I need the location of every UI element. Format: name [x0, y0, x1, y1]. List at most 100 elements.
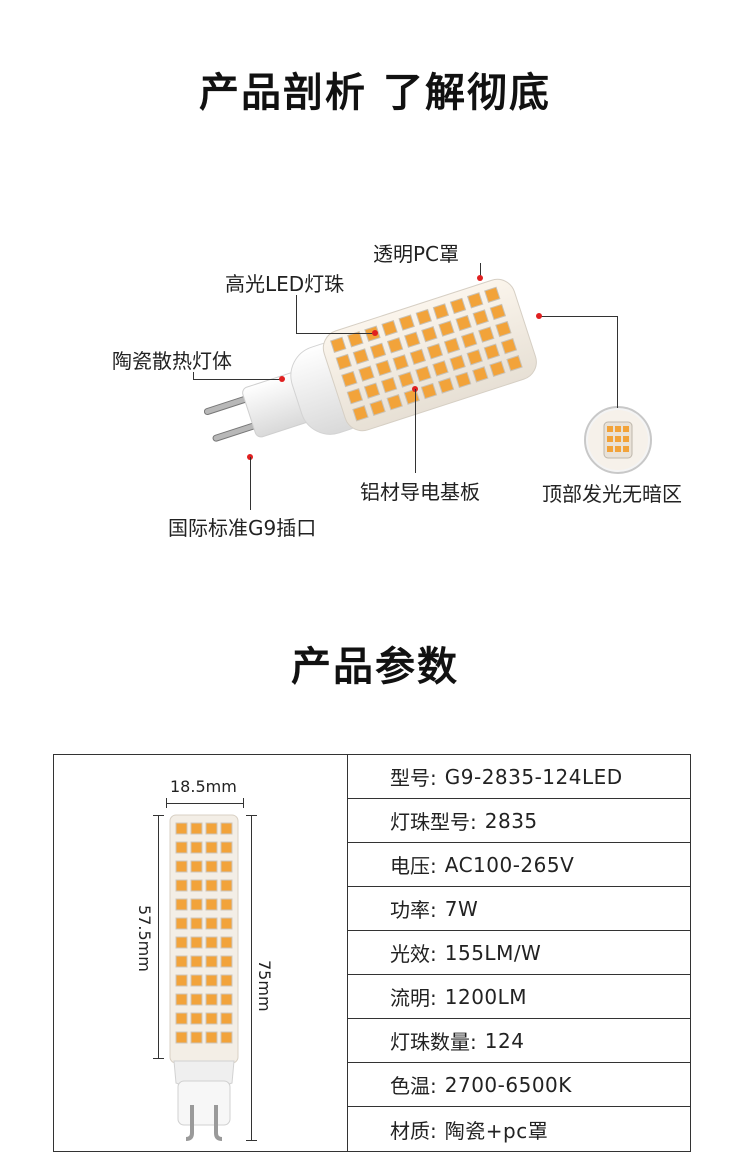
spec-row: 色温:2700-6500K	[348, 1063, 690, 1107]
callout-dot	[536, 313, 542, 319]
led-bead	[220, 1012, 233, 1025]
leader-line	[193, 379, 281, 380]
led-bead	[420, 382, 438, 400]
led-bead	[506, 355, 523, 372]
led-bead	[449, 297, 467, 315]
spec-label: 灯珠型号:	[390, 810, 477, 834]
total-height-dimension-label: 75mm	[255, 960, 274, 1012]
led-bead	[460, 331, 478, 349]
spec-value: AC100-265V	[444, 852, 575, 877]
dimension-drawing-cell: 18.5mm 57.5mm 75mm	[54, 755, 348, 1151]
led-bead	[205, 1012, 218, 1025]
spec-label: 灯珠数量:	[390, 1030, 477, 1054]
led-bead	[190, 974, 203, 987]
led-bead	[220, 822, 233, 835]
leader-line	[296, 295, 297, 333]
spec-row: 灯珠数量:124	[348, 1019, 690, 1063]
led-bead	[175, 1031, 188, 1044]
spec-value: 7W	[444, 896, 479, 921]
led-bead	[175, 841, 188, 854]
leader-line	[193, 372, 194, 380]
callout-g9-socket: 国际标准G9插口	[168, 516, 317, 540]
spec-value: 2700-6500K	[444, 1072, 572, 1097]
led-bead	[421, 325, 438, 343]
led-bead	[190, 993, 203, 1006]
led-bead	[392, 354, 409, 371]
callout-dot	[372, 330, 378, 336]
dimension-line	[166, 803, 244, 804]
led-bead	[346, 388, 364, 405]
leader-line	[415, 389, 416, 473]
leader-line	[480, 263, 481, 278]
spec-value: G9-2835-124LED	[444, 764, 623, 789]
section-title-analysis: 产品剖析 了解彻底	[199, 70, 551, 116]
dimension-line	[251, 815, 252, 1141]
led-bead	[398, 371, 415, 388]
led-bead	[432, 360, 449, 377]
led-bead	[175, 898, 188, 911]
led-bead	[449, 354, 466, 372]
led-bead	[415, 365, 432, 383]
led-bead	[455, 314, 472, 332]
led-bead	[175, 917, 188, 930]
spec-row: 流明:1200LM	[348, 975, 690, 1019]
led-bead	[205, 993, 218, 1006]
led-bead	[205, 974, 218, 987]
dimension-tick	[246, 815, 257, 816]
spec-row: 功率:7W	[348, 887, 690, 931]
led-bead	[437, 377, 455, 394]
led-bead	[175, 955, 188, 968]
led-bead	[454, 371, 472, 389]
spec-label: 型号:	[390, 766, 437, 790]
spec-value: 155LM/W	[444, 940, 542, 965]
led-bead	[205, 879, 218, 892]
led-bead	[175, 974, 188, 987]
led-bead	[220, 860, 233, 873]
callout-top-glow: 顶部发光无暗区	[542, 482, 682, 506]
led-bead	[398, 314, 415, 331]
callout-ceramic-body: 陶瓷散热灯体	[112, 349, 232, 373]
led-bead	[358, 365, 375, 382]
led-bead	[220, 879, 233, 892]
led-bead	[409, 348, 427, 366]
led-bead	[415, 308, 432, 326]
width-dimension-label: 18.5mm	[170, 777, 237, 796]
led-bead	[190, 1012, 203, 1025]
spec-row: 电压: AC100-265V	[348, 843, 690, 887]
led-bead-grid	[330, 286, 523, 422]
led-bead	[375, 359, 392, 377]
led-bead	[190, 936, 203, 949]
led-bead	[190, 841, 203, 854]
led-bead	[205, 860, 218, 873]
led-bead	[386, 393, 403, 411]
led-bead	[205, 936, 218, 949]
callout-led-beads: 高光LED灯珠	[225, 272, 345, 296]
led-bead	[472, 309, 489, 326]
callout-aluminum-board: 铝材导电基板	[360, 480, 480, 504]
led-bead	[352, 405, 369, 422]
spec-value: 陶瓷+pc罩	[444, 1118, 549, 1143]
spec-rows: 型号: G9-2835-124LED 灯珠型号: 2835 电压: AC100-265V 功…	[348, 755, 690, 1151]
led-height-dimension-label: 57.5mm	[135, 905, 154, 972]
led-bead	[363, 382, 381, 399]
dimension-line	[158, 815, 159, 1059]
spec-value: 2835	[484, 808, 538, 833]
led-bead	[175, 993, 188, 1006]
led-bead	[190, 917, 203, 930]
led-bead	[220, 955, 233, 968]
led-bead	[205, 955, 218, 968]
upright-led-grid	[175, 822, 233, 1044]
led-bead	[478, 326, 495, 343]
led-bead	[489, 303, 507, 321]
led-bead	[190, 879, 203, 892]
dimension-tick	[243, 798, 244, 808]
led-bead	[352, 348, 370, 365]
led-bead	[466, 349, 483, 366]
spec-label: 电压:	[390, 854, 437, 878]
led-bead	[483, 343, 501, 360]
led-bead	[369, 399, 386, 416]
led-bead	[369, 342, 387, 360]
spec-table: 18.5mm 57.5mm 75mm 型号: G9-2835-124LED 灯珠型号…	[53, 754, 691, 1152]
led-bead	[205, 898, 218, 911]
led-bead	[466, 292, 484, 309]
